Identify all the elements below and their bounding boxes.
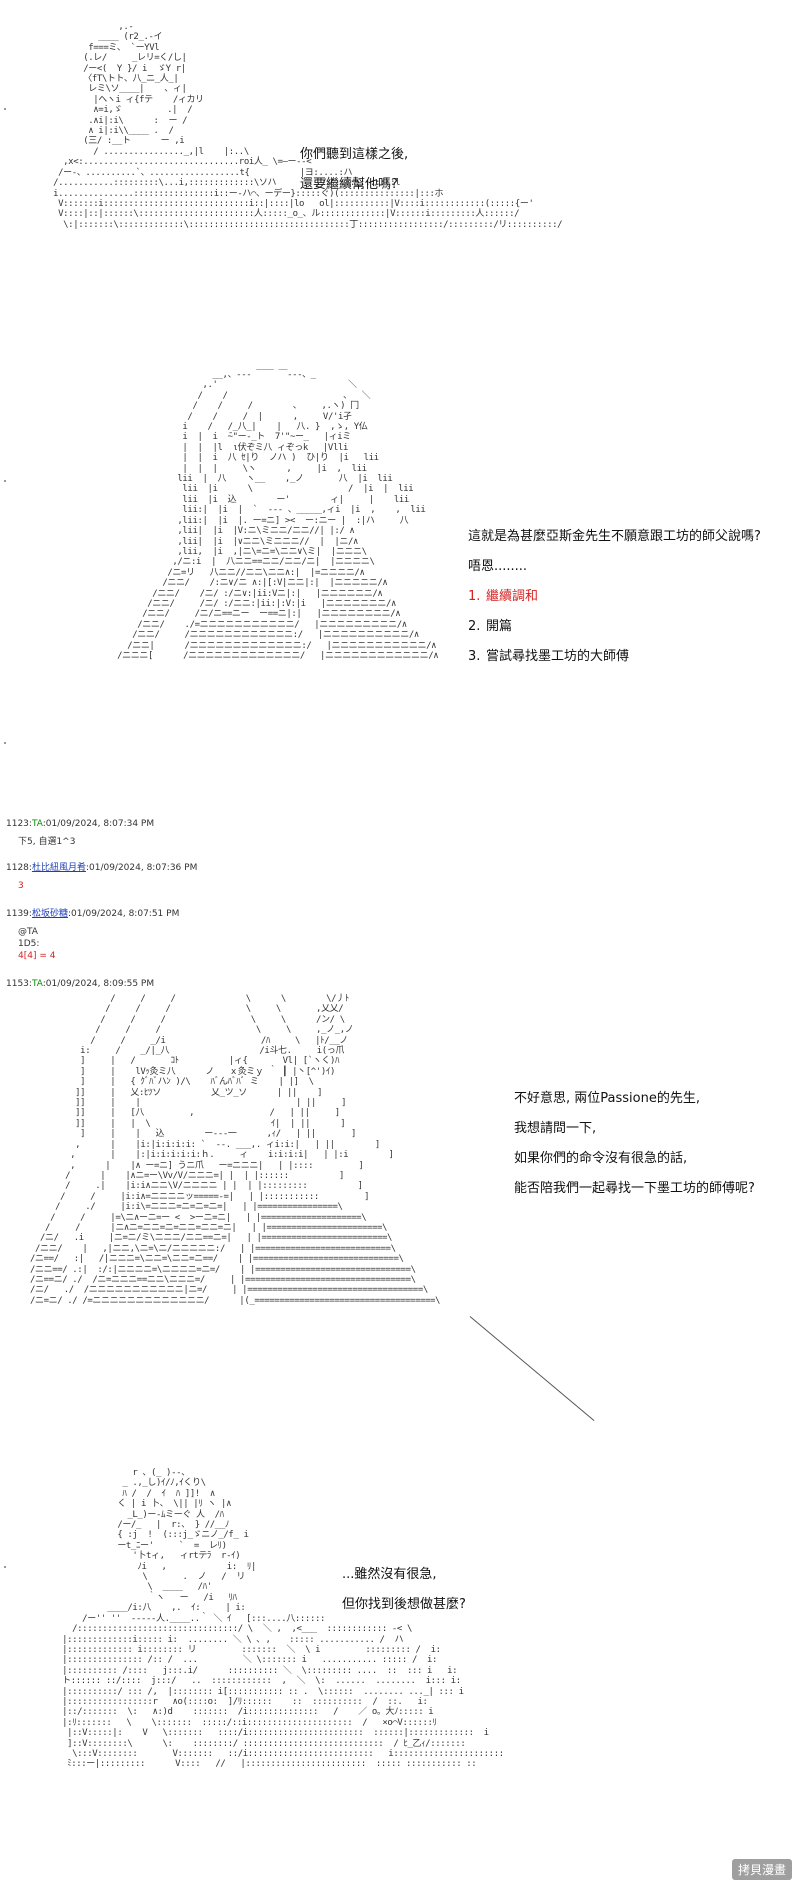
dialog-line: ...雖然沒有很急, <box>342 1567 437 1582</box>
dialog-line: 我想請問一下, <box>514 1121 597 1136</box>
post-date: :01/09/2024, 8:07:51 PM <box>67 909 180 919</box>
scene-1-dialog: 你們聽到這樣之後, 還要繼續幫他嗎? <box>300 140 408 200</box>
dialog-line: 唔恩........ <box>468 559 528 574</box>
dialog-line: 不好意思, 兩位Passione的先生, <box>514 1091 700 1106</box>
post-meta: 1139:松坂砂糖:01/09/2024, 8:07:51 PM <box>6 908 179 920</box>
option-number: 3. <box>468 649 481 664</box>
post-number: 1139: <box>6 909 32 919</box>
dialog-line: 但你找到後想做甚麼? <box>342 1597 466 1612</box>
post-date: :01/09/2024, 8:09:55 PM <box>42 979 155 989</box>
dialog-line: 能否陪我們一起尋找一下墨工坊的師傅呢? <box>514 1181 755 1196</box>
scene-2-dialog: 這就是為甚麼亞斯金先生不願意跟工坊的師父說嗎? 唔恩........ 1. 繼續調… <box>468 522 761 672</box>
post-author-link[interactable]: 杜比紐風月肴 <box>31 863 86 873</box>
post-body-line: 3 <box>18 881 24 891</box>
dialog-line: 如果你們的命令沒有很急的話, <box>514 1151 688 1166</box>
ascii-art-character-2: __,、-‐‐ ￣￣ ￣‐‐-、_ ,.' ＼ / / 、 ＼ / / / 、 … <box>117 370 439 661</box>
scene-4-dialog: ...雖然沒有很急, 但你找到後想做甚麼? <box>342 1560 466 1620</box>
option-number: 1. <box>468 589 481 604</box>
edge-mark <box>4 742 6 744</box>
dialog-line: 這就是為甚麼亞斯金先生不願意跟工坊的師父說嗎? <box>468 529 761 544</box>
post-meta: 1128:杜比紐風月肴:01/09/2024, 8:07:36 PM <box>6 862 197 874</box>
scene-3-dialog: 不好意思, 兩位Passione的先生, 我想請問一下, 如果你們的命令沒有很急… <box>514 1084 755 1204</box>
option-text: 繼續調和 <box>486 589 539 604</box>
option-text: 開篇 <box>486 619 513 634</box>
ascii-art-character-1: ,.- ____ (r2_.-イ f===ミ、 `ーYVl (.レ/ _レリ=く… <box>53 22 563 230</box>
option-2: 2. 開篇 <box>468 612 761 642</box>
post-date: :01/09/2024, 8:07:36 PM <box>85 863 198 873</box>
dialog-line: 你們聽到這樣之後, <box>300 147 409 162</box>
post-body-line: @TA <box>18 927 38 937</box>
scene-2: __,、-‐‐ ￣￣ ￣‐‐-、_ ,.' ＼ / / 、 ＼ / / / 、 … <box>0 360 800 800</box>
post-1128: 1128:杜比紐風月肴:01/09/2024, 8:07:36 PM 3 <box>6 862 197 892</box>
ascii-art-character-3: / / / \ \ \/丿ﾄ / / / \ \ ,乂乂/ / / / \ \ … <box>30 994 441 1306</box>
post-number: 1153: <box>6 979 32 989</box>
edge-mark <box>4 108 6 110</box>
post-body-line: 1D5: <box>18 939 40 949</box>
option-text: 嘗試尋找墨工坊的大師傅 <box>486 649 630 664</box>
option-3: 3. 嘗試尋找墨工坊的大師傅 <box>468 642 761 672</box>
post-author: TA <box>31 979 43 989</box>
post-author-link[interactable]: 松坂砂糖 <box>31 909 68 919</box>
post-number: 1123: <box>6 819 32 829</box>
post-meta: 1153:TA:01/09/2024, 8:09:55 PM <box>6 978 154 990</box>
post-body: 下5, 自選1^3 <box>6 836 154 848</box>
ascii-art-character-4: r 、(_ )--、 _ .,_し)ｲ/ﾉ,ｲくり\ ﾊ / / ｲ ﾊ ]]!… <box>62 1468 504 1770</box>
post-1139: 1139:松坂砂糖:01/09/2024, 8:07:51 PM @TA 1D5… <box>6 908 179 962</box>
watermark-label: 拷貝漫畫 <box>731 1859 792 1880</box>
dialog-line: 還要繼續幫他嗎? <box>300 177 398 192</box>
post-body-line: 下5, 自選1^3 <box>18 837 76 847</box>
dice-result: 4[4] = 4 <box>18 951 56 961</box>
post-number: 1128: <box>6 863 32 873</box>
post-1153: 1153:TA:01/09/2024, 8:09:55 PM <box>6 978 154 990</box>
post-body: 3 <box>6 880 197 892</box>
scene-4: r 、(_ )--、 _ .,_し)ｲ/ﾉ,ｲくり\ ﾊ / / ｲ ﾊ ]]!… <box>0 1460 800 1884</box>
post-meta: 1123:TA:01/09/2024, 8:07:34 PM <box>6 818 154 830</box>
post-1123: 1123:TA:01/09/2024, 8:07:34 PM 下5, 自選1^3 <box>6 818 154 848</box>
post-author: TA <box>31 819 43 829</box>
scene-1: ,.- ____ (r2_.-イ f===ミ、 `ーYVl (.レ/ _レリ=く… <box>0 0 800 360</box>
edge-mark <box>4 480 6 482</box>
option-1: 1. 繼續調和 <box>468 582 761 612</box>
option-number: 2. <box>468 619 481 634</box>
post-date: :01/09/2024, 8:07:34 PM <box>42 819 155 829</box>
post-body: @TA 1D5: 4[4] = 4 <box>6 926 179 962</box>
edge-mark <box>4 1566 6 1568</box>
scene-3: / / / \ \ \/丿ﾄ / / / \ \ ,乂乂/ / / / \ \ … <box>0 990 800 1460</box>
